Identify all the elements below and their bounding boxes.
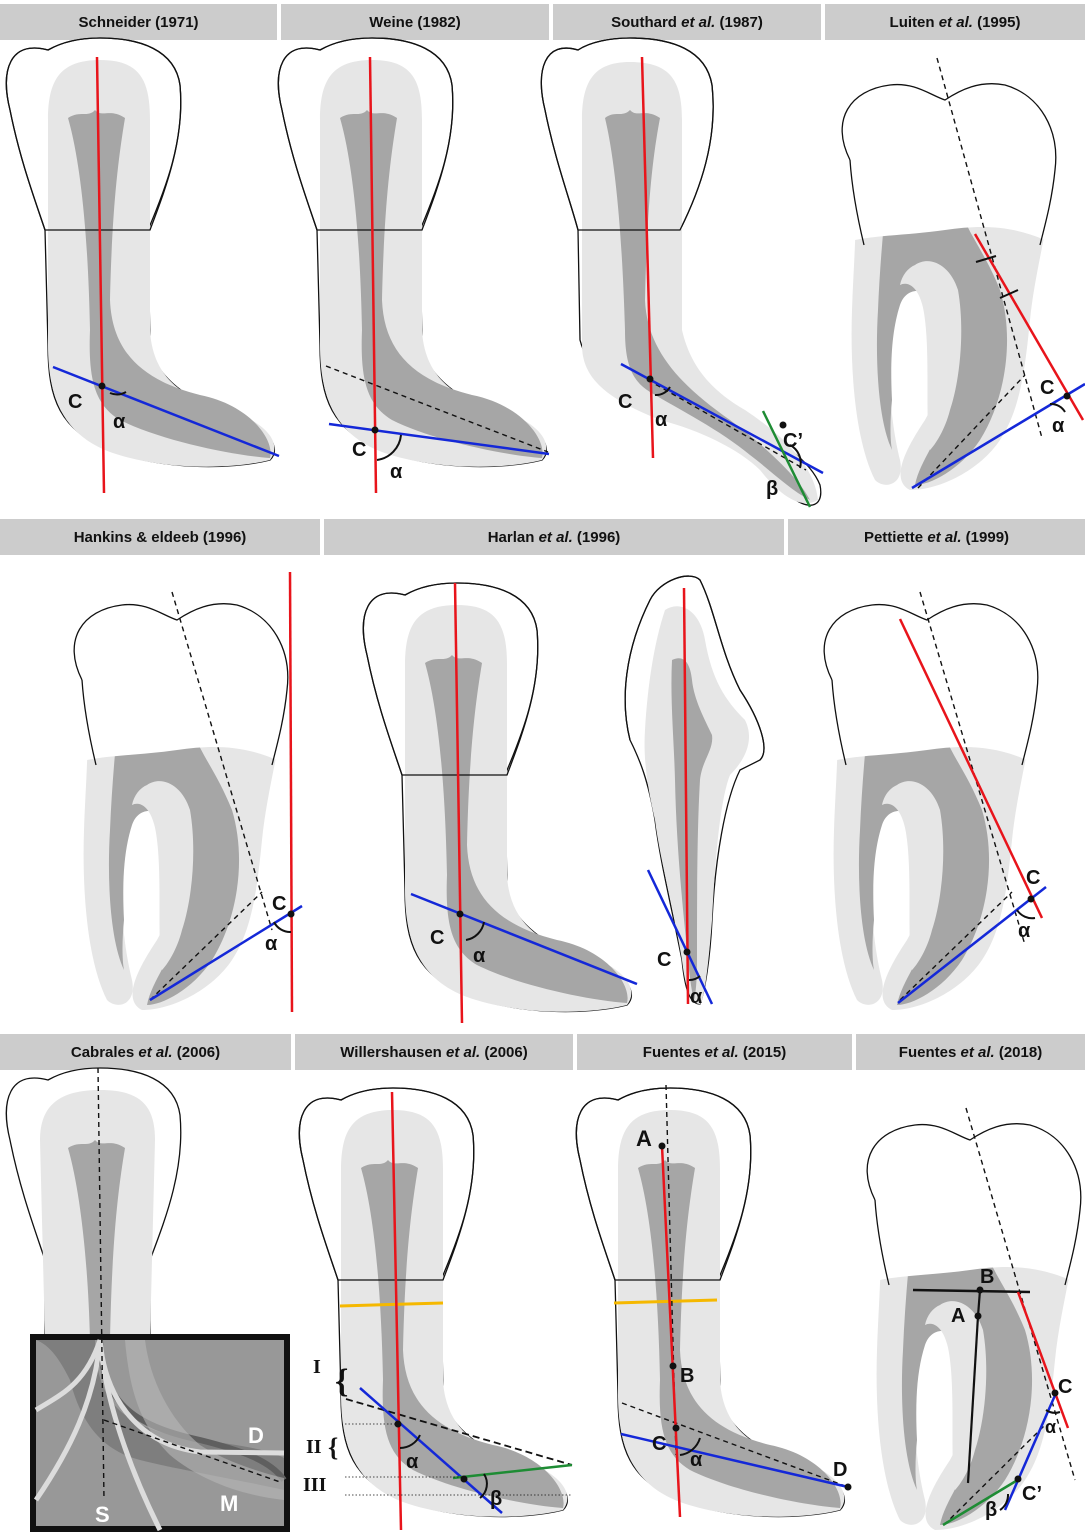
panel-hankins: C α [74, 572, 302, 1012]
panel-southard: C α C’ β [541, 38, 823, 507]
label-beta: β [766, 478, 778, 500]
label-c-prime: C’ [1022, 1483, 1042, 1505]
label-b: B [680, 1365, 694, 1387]
long-axis-line [290, 572, 292, 1012]
label-region-ii: II [306, 1436, 322, 1458]
panel-pettiette: C α [824, 592, 1046, 1010]
label-alpha: α [655, 409, 668, 431]
label-c: C [657, 949, 671, 971]
brace-i: { [335, 1363, 348, 1400]
label-region-iii: III [303, 1474, 327, 1496]
label-alpha: α [113, 411, 126, 433]
point-c [1028, 896, 1035, 903]
label-m: M [220, 1491, 238, 1516]
panel-luiten: C α [842, 58, 1085, 490]
panel-cabrales: D M S [6, 1068, 287, 1530]
label-s: S [95, 1502, 110, 1527]
label-alpha: α [690, 1449, 703, 1471]
label-c: C [1040, 377, 1054, 399]
label-alpha: α [406, 1451, 419, 1473]
label-alpha: α [265, 933, 278, 955]
label-alpha: α [473, 945, 486, 967]
point-c-prime [780, 422, 787, 429]
point-c [684, 949, 691, 956]
label-alpha: α [690, 986, 703, 1008]
label-c: C [618, 391, 632, 413]
point-c [288, 911, 295, 918]
panel-schneider: C α [6, 38, 279, 493]
panel-fuentes-2018: B A C α C’ β [867, 1108, 1081, 1530]
panel-harlan-a: C α [363, 583, 637, 1023]
point-c-prime [461, 1476, 468, 1483]
point-c [457, 911, 464, 918]
label-c: C [68, 391, 82, 413]
label-alpha: α [1045, 1417, 1056, 1437]
label-beta: β [490, 1488, 502, 1510]
point-a [975, 1313, 982, 1320]
panel-willershausen: I { II { III α β [299, 1088, 572, 1530]
label-b: B [980, 1266, 994, 1288]
label-c: C [272, 893, 286, 915]
label-a: A [951, 1305, 965, 1327]
point-c [99, 383, 106, 390]
brace-ii: { [328, 1433, 338, 1462]
label-alpha: α [390, 461, 403, 483]
panel-weine: C α [278, 38, 549, 493]
point-c-prime [1015, 1476, 1022, 1483]
label-c: C [352, 439, 366, 461]
panel-fuentes-2015: A B C α D [576, 1085, 851, 1517]
point-c [647, 376, 654, 383]
label-alpha: α [1018, 920, 1031, 942]
point-d [845, 1484, 852, 1491]
label-c: C [1058, 1376, 1072, 1398]
label-beta: β [985, 1499, 997, 1521]
label-d: D [833, 1459, 847, 1481]
point-a [659, 1143, 666, 1150]
point-b [670, 1363, 677, 1370]
point-c [1064, 393, 1071, 400]
point-c [372, 427, 379, 434]
label-c: C [430, 927, 444, 949]
panel-harlan-b: C α [625, 576, 764, 1008]
label-region-i: I [313, 1356, 321, 1378]
point-c [673, 1425, 680, 1432]
label-c: C [652, 1433, 666, 1455]
label-d: D [248, 1423, 264, 1448]
label-a: A [636, 1126, 652, 1151]
label-alpha: α [1052, 415, 1065, 437]
label-c-prime: C’ [783, 430, 803, 452]
label-c: C [1026, 867, 1040, 889]
